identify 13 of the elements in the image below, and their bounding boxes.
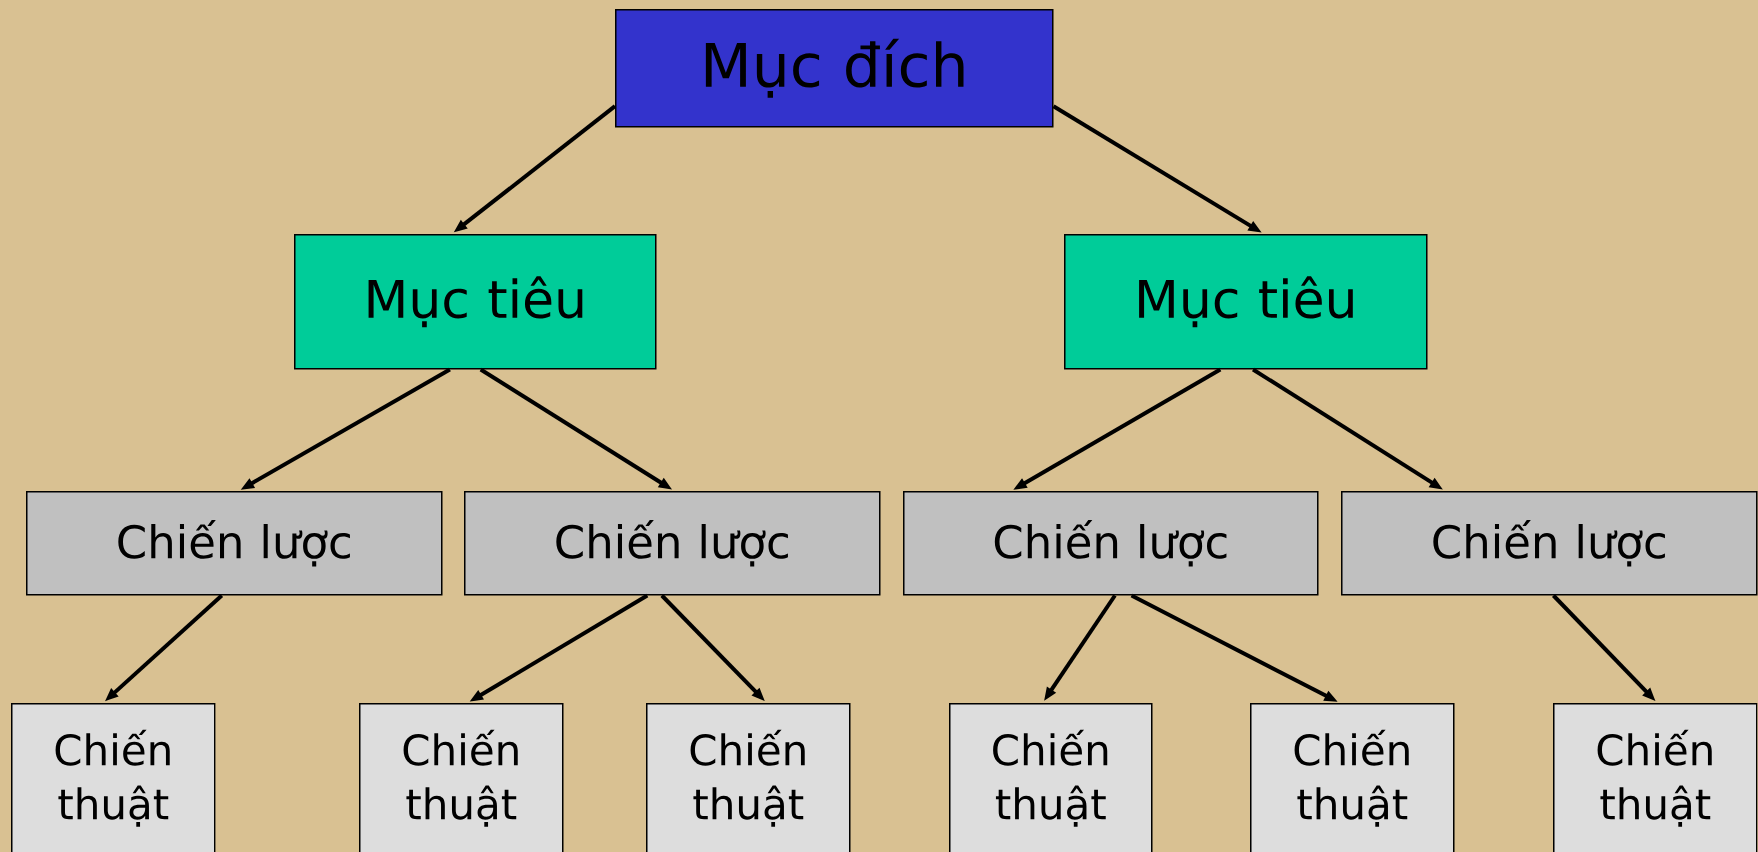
strategy-box: Chiến lược [903,491,1319,596]
tactic-box: Chiến thuật [359,703,564,852]
tactic-box: Chiến thuật [11,703,216,852]
strategy-box: Chiến lược [1341,491,1758,596]
tactic-box: Chiến thuật [1250,703,1455,852]
strategy-box: Chiến lược [464,491,881,596]
goal-box: Mục đích [615,9,1054,128]
tactic-box: Chiến thuật [646,703,851,852]
tactic-box: Chiến thuật [1553,703,1758,852]
objective-box: Mục tiêu [294,234,657,370]
objective-box: Mục tiêu [1064,234,1428,370]
strategy-box: Chiến lược [26,491,443,596]
tactic-box: Chiến thuật [949,703,1153,852]
